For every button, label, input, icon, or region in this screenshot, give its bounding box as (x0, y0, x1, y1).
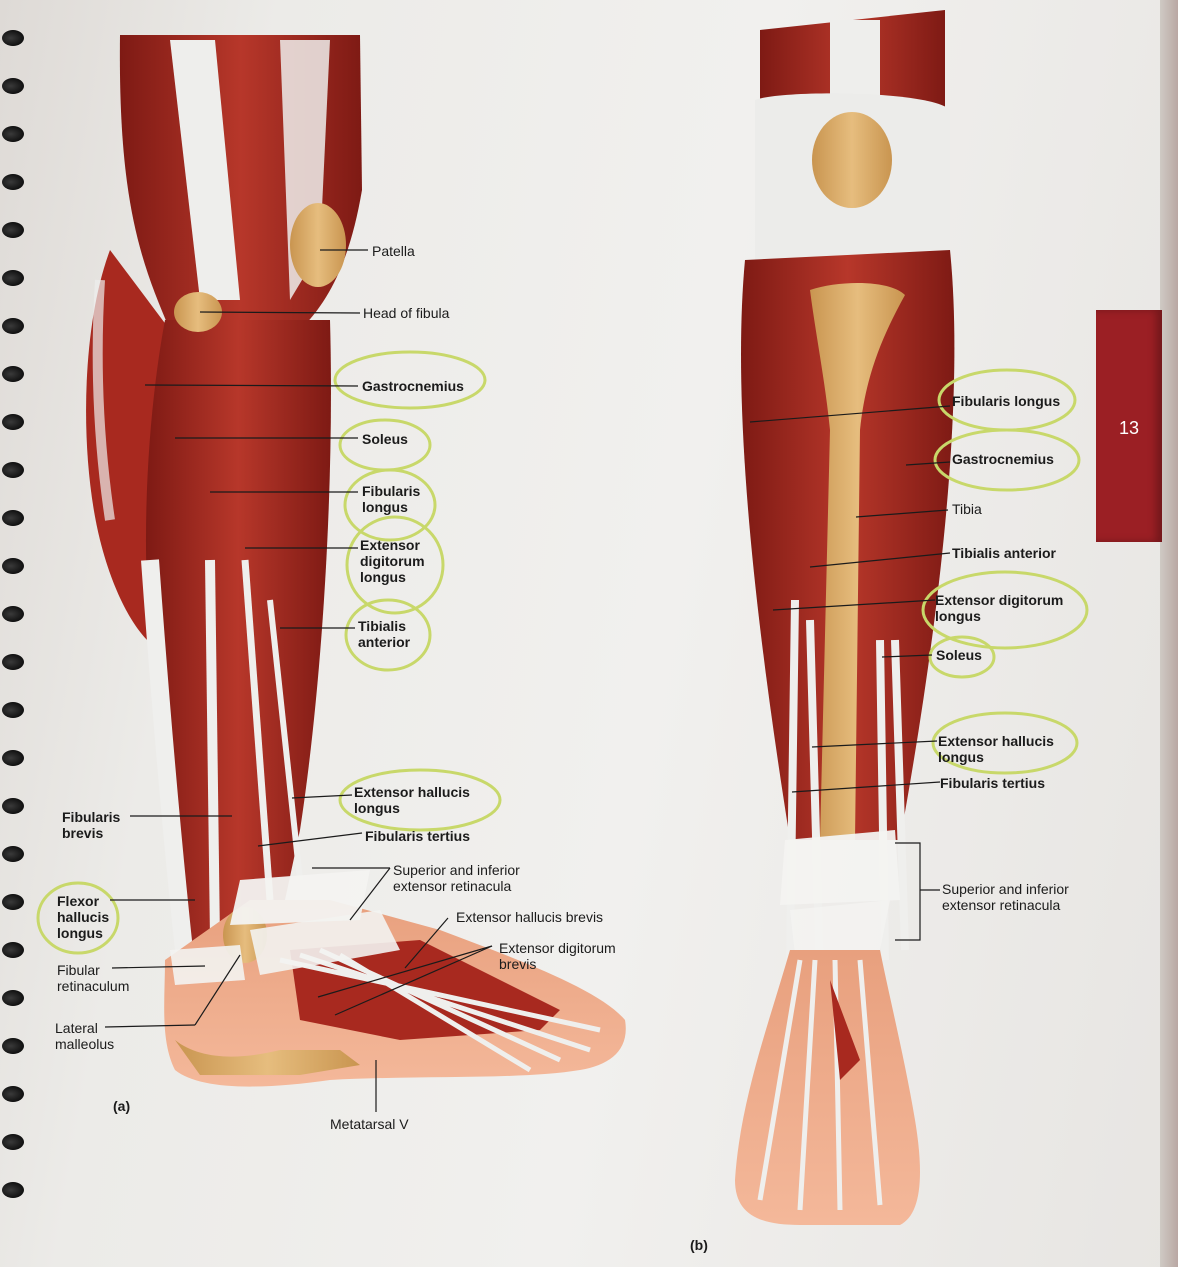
label-tibia: Tibia (952, 501, 982, 517)
label-extensor-hallucis-brevis: Extensor hallucis brevis (456, 909, 604, 925)
binding-ring (2, 510, 24, 526)
label-tibialis-anterior-b: Tibialis anterior (952, 545, 1056, 561)
label-fibularis-brevis: Fibularis brevis (62, 809, 121, 841)
label-fibularis-longus-b: Fibularis longus (952, 393, 1061, 409)
label-gastrocnemius-a: Gastrocnemius (362, 378, 464, 394)
binding-ring (2, 414, 24, 430)
binding-ring (2, 462, 24, 478)
binding-ring (2, 750, 24, 766)
label-retinacula-b: Superior and inferior extensor retinacul… (942, 881, 1069, 913)
label-fibular-retinaculum: Fibular retinaculum (57, 962, 130, 994)
spiral-binding (0, 30, 40, 1230)
label-patella: Patella (372, 243, 415, 259)
leader-lines-a (104, 249, 493, 1112)
binding-ring (2, 30, 24, 46)
binding-ring (2, 1182, 24, 1198)
label-gastrocnemius-b: Gastrocnemius (952, 451, 1054, 467)
binding-ring (2, 894, 24, 910)
figure-a-lateral-leg (86, 35, 626, 1087)
label-head-of-fibula: Head of fibula (363, 305, 450, 321)
binding-ring (2, 78, 24, 94)
binding-ring (2, 222, 24, 238)
binding-ring (2, 942, 24, 958)
label-extensor-digitorum-longus-a: Extensor digitorum longus (360, 537, 425, 585)
binding-ring (2, 990, 24, 1006)
binding-ring (2, 366, 24, 382)
binding-ring (2, 1134, 24, 1150)
label-extensor-hallucis-longus-a: Extensor hallucis longus (354, 784, 470, 816)
binding-ring (2, 1086, 24, 1102)
binding-ring (2, 702, 24, 718)
label-flexor-hallucis-longus: Flexor hallucis longus (57, 893, 110, 941)
panel-label-a: (a) (113, 1098, 131, 1114)
binding-ring (2, 846, 24, 862)
page-edge (1160, 0, 1178, 1267)
chapter-tab: 13 (1096, 310, 1162, 542)
chapter-number: 13 (1118, 418, 1140, 438)
binding-ring (2, 798, 24, 814)
binding-ring (2, 1038, 24, 1054)
label-fibularis-tertius-b: Fibularis tertius (940, 775, 1046, 791)
label-fibularis-tertius-a: Fibularis tertius (365, 828, 471, 844)
binding-ring (2, 558, 24, 574)
binding-ring (2, 270, 24, 286)
label-soleus-a: Soleus (362, 431, 408, 447)
binding-ring (2, 174, 24, 190)
leader-lines-b (749, 405, 951, 941)
label-soleus-b: Soleus (936, 647, 982, 663)
label-retinacula-a: Superior and inferior extensor retinacul… (393, 862, 520, 894)
binding-ring (2, 126, 24, 142)
label-lateral-malleolus: Lateral malleolus (55, 1020, 115, 1052)
label-tibialis-anterior-a: Tibialis anterior (358, 618, 411, 650)
label-metatarsal-v: Metatarsal V (330, 1116, 409, 1132)
highlight-circles (36, 350, 1089, 955)
binding-ring (2, 654, 24, 670)
label-fibularis-longus-a: Fibularis longus (362, 483, 421, 515)
label-extensor-hallucis-longus-b: Extensor hallucis longus (938, 733, 1054, 765)
figure-b-anterior-leg (735, 10, 955, 1225)
label-extensor-digitorum-longus-b: Extensor digitorum longus (935, 592, 1064, 624)
label-extensor-digitorum-brevis: Extensor digitorum brevis (499, 940, 616, 972)
binding-ring (2, 318, 24, 334)
binding-ring (2, 606, 24, 622)
panel-label-b: (b) (690, 1237, 708, 1253)
